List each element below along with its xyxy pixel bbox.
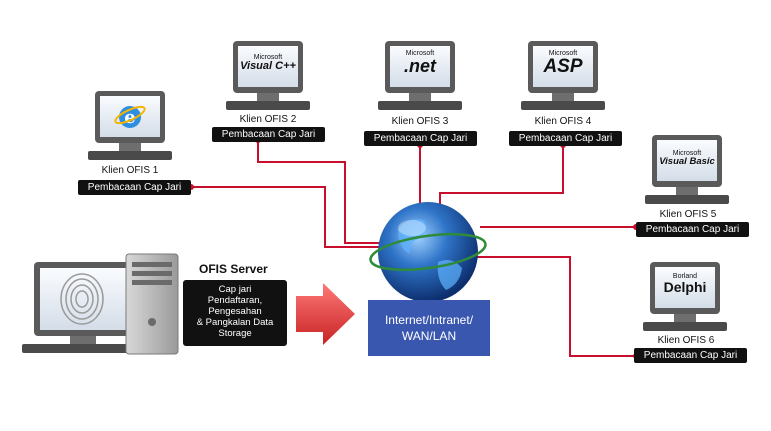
server-line-3: Pengesahan <box>208 306 262 317</box>
link-client-4 <box>439 145 564 210</box>
client-1-tag: Pembacaan Cap Jari <box>78 180 191 195</box>
server-line-4: & Pangkalan Data <box>196 317 274 328</box>
client-3-name: Klien OFIS 3 <box>391 116 449 127</box>
dotnet-logo: Microsoft .net <box>390 50 450 75</box>
client-2-tag: Pembacaan Cap Jari <box>212 127 325 142</box>
server-computer <box>22 253 179 355</box>
network-line-2: WAN/LAN <box>401 329 457 343</box>
link-client-2 <box>257 140 385 244</box>
globe-icon <box>369 202 487 302</box>
client-4-name: Klien OFIS 4 <box>534 116 592 127</box>
client-4-tag: Pembacaan Cap Jari <box>509 131 622 146</box>
visual-basic-logo: Microsoft Visual Basic <box>657 150 717 167</box>
logo-product: Visual Basic <box>659 156 715 167</box>
visual-cpp-logo: Microsoft Visual C++ <box>238 54 298 72</box>
logo-vendor: Microsoft <box>405 50 435 57</box>
asp-logo: Microsoft ASP <box>533 50 593 76</box>
server-title: OFIS Server <box>199 262 268 276</box>
svg-text:e: e <box>124 107 135 128</box>
server-description: Cap jari Pendaftaran, Pengesahan & Pangk… <box>183 280 287 346</box>
logo-product: ASP <box>543 56 583 77</box>
logo-product: Delphi <box>663 279 707 295</box>
client-1-name: Klien OFIS 1 <box>101 165 159 176</box>
link-client-1 <box>191 186 385 248</box>
internet-explorer-icon: e <box>114 105 146 128</box>
client-3-computer <box>378 41 462 110</box>
client-5-tag: Pembacaan Cap Jari <box>636 222 749 237</box>
logo-vendor: Borland <box>672 273 698 280</box>
server-line-1: Cap jari <box>218 284 252 295</box>
logo-product: .net <box>403 56 436 76</box>
server-line-2: Pendaftaran, <box>207 295 263 306</box>
client-5-name: Klien OFIS 5 <box>659 209 717 220</box>
client-2-name: Klien OFIS 2 <box>239 114 297 125</box>
server-line-5: Storage <box>218 328 252 339</box>
client-3-tag: Pembacaan Cap Jari <box>364 131 477 146</box>
client-6-name: Klien OFIS 6 <box>657 335 715 346</box>
network-line-1: Internet/Intranet/ <box>384 313 474 327</box>
logo-vendor: Microsoft <box>548 50 578 57</box>
logo-product: Visual C++ <box>240 60 296 72</box>
client-1-computer: e <box>88 91 172 160</box>
client-6-tag: Pembacaan Cap Jari <box>634 348 747 363</box>
fingerprint-icon <box>60 273 104 325</box>
client-6-computer <box>643 262 727 331</box>
delphi-logo: Borland Delphi <box>655 273 715 294</box>
client-5-computer <box>645 135 729 204</box>
logo-vendor: Microsoft <box>672 150 702 157</box>
network-box: Internet/Intranet/ WAN/LAN <box>368 300 490 356</box>
client-2-computer <box>226 41 310 110</box>
link-client-6 <box>476 256 636 357</box>
logo-vendor: Microsoft <box>253 54 283 61</box>
client-4-computer <box>521 41 605 110</box>
flow-arrow <box>296 283 355 345</box>
connection-lines <box>191 140 636 357</box>
